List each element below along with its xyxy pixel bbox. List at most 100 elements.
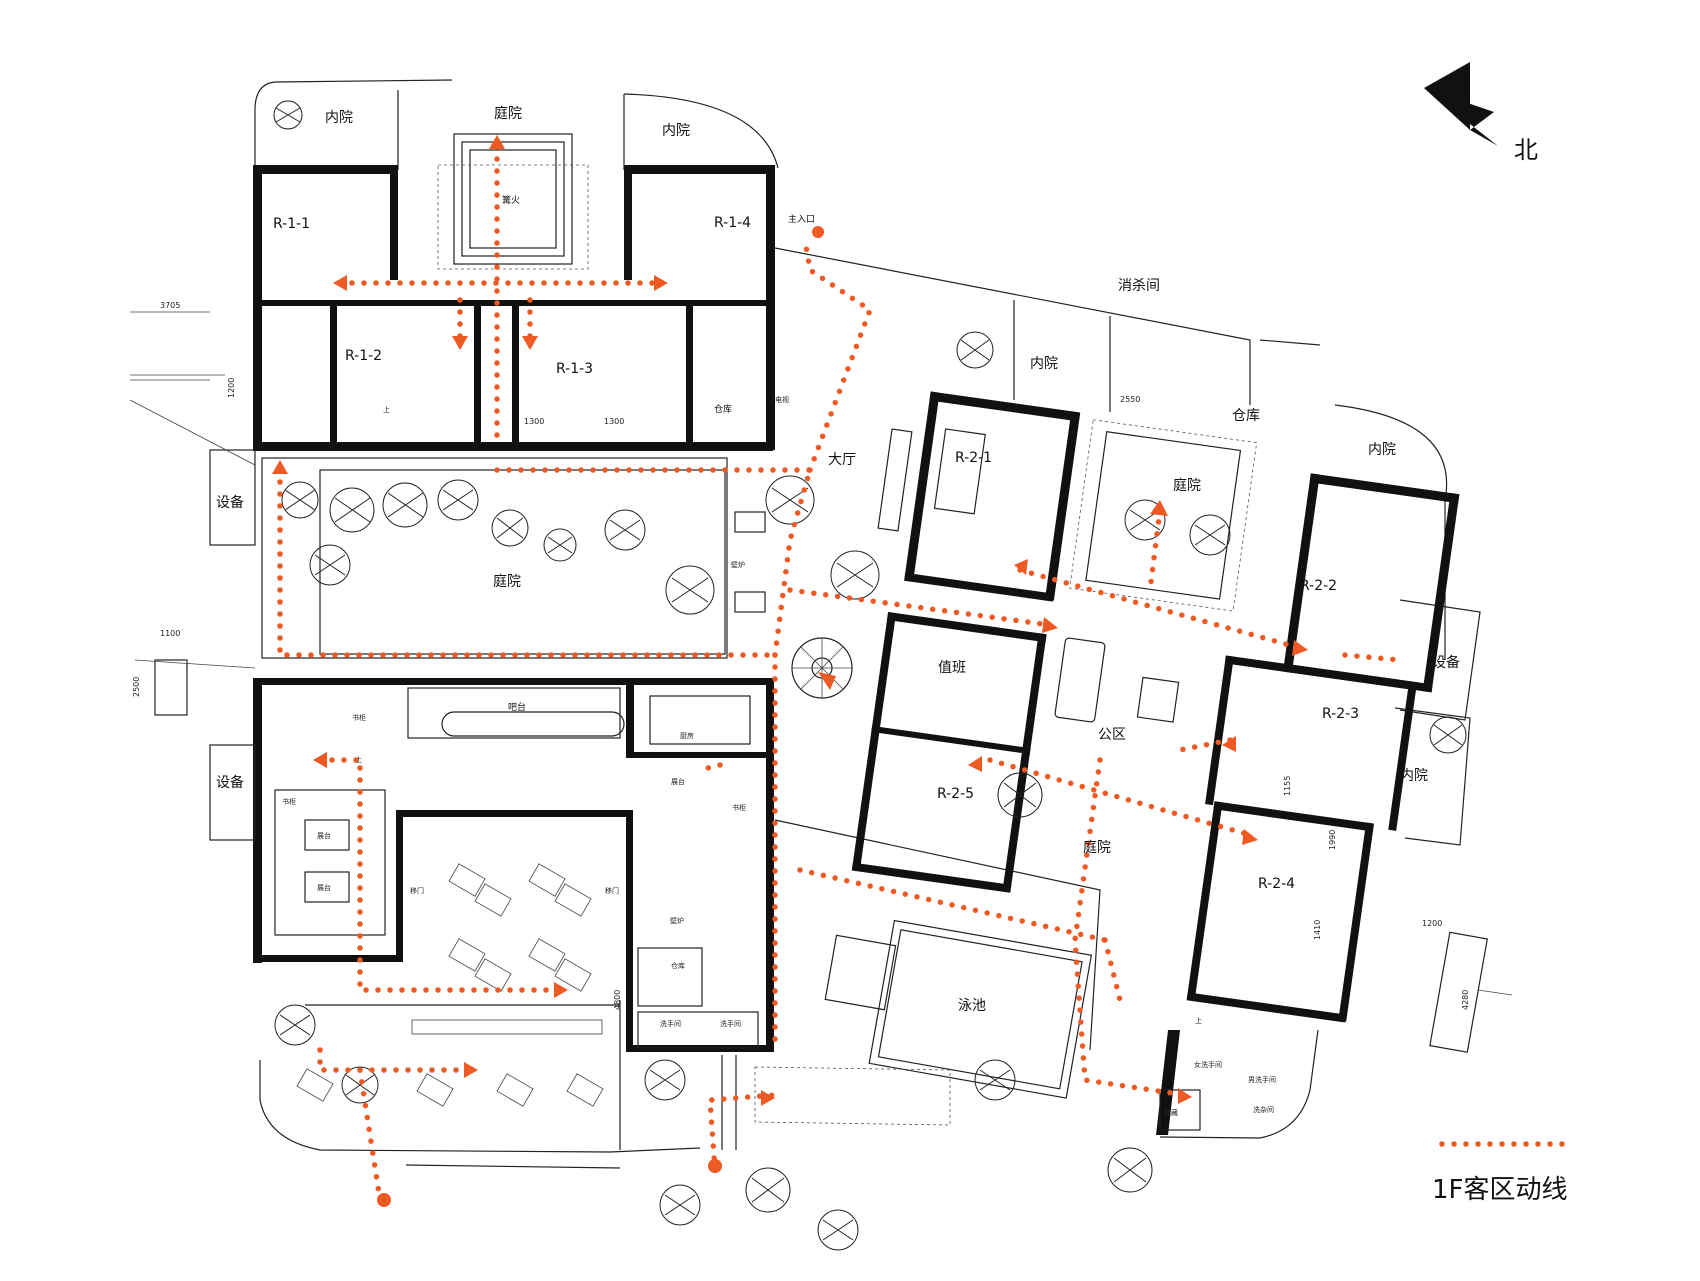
arrow-icon bbox=[761, 1090, 775, 1106]
dimension: 3705 bbox=[160, 301, 180, 310]
left-annex bbox=[129, 311, 1513, 1053]
entrance-marker-icon bbox=[812, 226, 824, 238]
label-courtyard: 庭院 bbox=[1173, 477, 1201, 494]
space-labels: 内院 庭院 内院 篝火 主入口 消杀间 内院 仓库 内院 大厅 庭院 仓库 设备… bbox=[216, 105, 1460, 1117]
tree-icon bbox=[665, 565, 715, 615]
label-equipment: 设备 bbox=[1432, 654, 1460, 671]
room-labels: R-1-1 R-1-2 R-1-3 R-1-4 R-2-1 R-2-2 R-2-… bbox=[273, 215, 1359, 892]
circulation-routes bbox=[277, 142, 1403, 1203]
arrow-icon bbox=[1014, 559, 1028, 575]
tree-icon bbox=[956, 331, 994, 369]
route-arrows bbox=[272, 135, 1308, 1207]
tree-icon bbox=[543, 528, 577, 562]
label-pool: 泳池 bbox=[958, 998, 986, 1014]
room-label: R-2-4 bbox=[1258, 876, 1295, 892]
label-inner-court: 内院 bbox=[325, 110, 353, 126]
label-bar: 吧台 bbox=[508, 701, 526, 713]
label-courtyard: 庭院 bbox=[1083, 839, 1111, 856]
tree-icon bbox=[604, 509, 646, 551]
label-inner-court: 内院 bbox=[1368, 442, 1396, 458]
tree-icon bbox=[997, 772, 1043, 818]
label-up: 上 bbox=[355, 755, 362, 764]
arrow-icon bbox=[1292, 640, 1308, 656]
arrow-icon bbox=[554, 982, 568, 998]
dimension: 1200 bbox=[227, 378, 236, 398]
label-storage: 储藏 bbox=[1164, 1108, 1178, 1117]
arrow-icon bbox=[1178, 1088, 1192, 1104]
arrow-icon bbox=[968, 756, 982, 772]
room-label: R-2-2 bbox=[1300, 578, 1337, 594]
label-sliding-door: 移门 bbox=[605, 886, 619, 895]
tree-icon bbox=[273, 100, 303, 130]
tree-icon bbox=[1429, 716, 1467, 754]
label-bookshelf: 书柜 bbox=[352, 713, 366, 722]
tree-icon bbox=[274, 1004, 316, 1046]
label-restroom: 洗手间 bbox=[660, 1019, 681, 1028]
room-label: R-2-1 bbox=[955, 450, 992, 466]
room-label: R-1-2 bbox=[345, 348, 382, 364]
arrow-icon bbox=[1242, 829, 1258, 845]
room-label: R-1-4 bbox=[714, 215, 751, 231]
east-block bbox=[721, 247, 1481, 1150]
room-label: R-1-1 bbox=[273, 216, 310, 232]
arrow-icon bbox=[522, 336, 538, 350]
room-label: R-2-5 bbox=[937, 786, 974, 802]
tree-icon bbox=[817, 1209, 859, 1251]
label-disinfection: 消杀间 bbox=[1118, 278, 1160, 294]
label-warehouse: 仓库 bbox=[714, 403, 732, 415]
tree-icon bbox=[437, 479, 479, 521]
dimension: 4800 bbox=[613, 990, 622, 1010]
dimension: 1155 bbox=[1283, 776, 1292, 796]
legend-label: 1F客区动线 bbox=[1432, 1175, 1568, 1205]
label-display: 展台 bbox=[317, 831, 331, 840]
tree-icon bbox=[659, 1184, 701, 1226]
north-label: 北 bbox=[1514, 136, 1538, 164]
tree-icon bbox=[1189, 514, 1231, 556]
arrow-icon bbox=[272, 460, 288, 474]
dimension: 1100 bbox=[160, 629, 180, 638]
arrow-icon bbox=[654, 275, 668, 291]
label-sliding-door: 移门 bbox=[410, 886, 424, 895]
label-storage: 仓库 bbox=[671, 961, 685, 970]
label-main-entrance: 主入口 bbox=[788, 213, 815, 225]
label-duty: 值班 bbox=[938, 660, 966, 676]
label-display: 展台 bbox=[671, 777, 685, 786]
label-cleaning: 洗杂间 bbox=[1253, 1105, 1274, 1114]
label-warehouse: 仓库 bbox=[1232, 408, 1260, 424]
room-label: R-1-3 bbox=[556, 361, 593, 377]
label-bookshelf: 书柜 bbox=[282, 797, 296, 806]
label-up: 上 bbox=[383, 405, 390, 414]
tree-icon bbox=[765, 475, 815, 525]
dimension: 2550 bbox=[1120, 395, 1140, 404]
label-display: 展台 bbox=[317, 883, 331, 892]
label-equipment: 设备 bbox=[216, 774, 244, 791]
tree-icon bbox=[491, 509, 529, 547]
entrance-marker-icon bbox=[708, 1159, 722, 1173]
label-inner-court: 内院 bbox=[1400, 768, 1428, 784]
arrow-icon bbox=[464, 1062, 478, 1078]
label-tv: 电视 bbox=[775, 395, 789, 404]
room-label: R-2-3 bbox=[1322, 706, 1359, 722]
trees bbox=[273, 100, 1467, 1251]
label-up: 上 bbox=[1195, 1016, 1202, 1025]
dimension: 2500 bbox=[132, 677, 141, 697]
tree-icon bbox=[382, 482, 428, 528]
arrow-icon bbox=[313, 752, 327, 768]
arrow-icon bbox=[1042, 617, 1058, 633]
north-arrow: 北 bbox=[1424, 62, 1538, 164]
dimension: 1300 bbox=[524, 417, 544, 426]
dimension-labels: 3705 1200 1100 2500 1300 1300 2550 4800 … bbox=[132, 301, 1470, 1010]
tree-icon bbox=[1107, 1147, 1153, 1193]
label-hall: 大厅 bbox=[828, 452, 856, 468]
tree-icon bbox=[281, 481, 319, 519]
dimension: 1990 bbox=[1328, 830, 1337, 850]
label-fireplace: 壁炉 bbox=[670, 916, 684, 925]
label-male-restroom: 男洗手间 bbox=[1248, 1075, 1276, 1084]
label-courtyard: 庭院 bbox=[494, 105, 522, 122]
dimension: 1300 bbox=[604, 417, 624, 426]
tree-icon bbox=[341, 1066, 379, 1104]
label-kitchen: 厨房 bbox=[680, 731, 694, 740]
west-block bbox=[253, 79, 779, 1169]
dimension: 4280 bbox=[1461, 990, 1470, 1010]
